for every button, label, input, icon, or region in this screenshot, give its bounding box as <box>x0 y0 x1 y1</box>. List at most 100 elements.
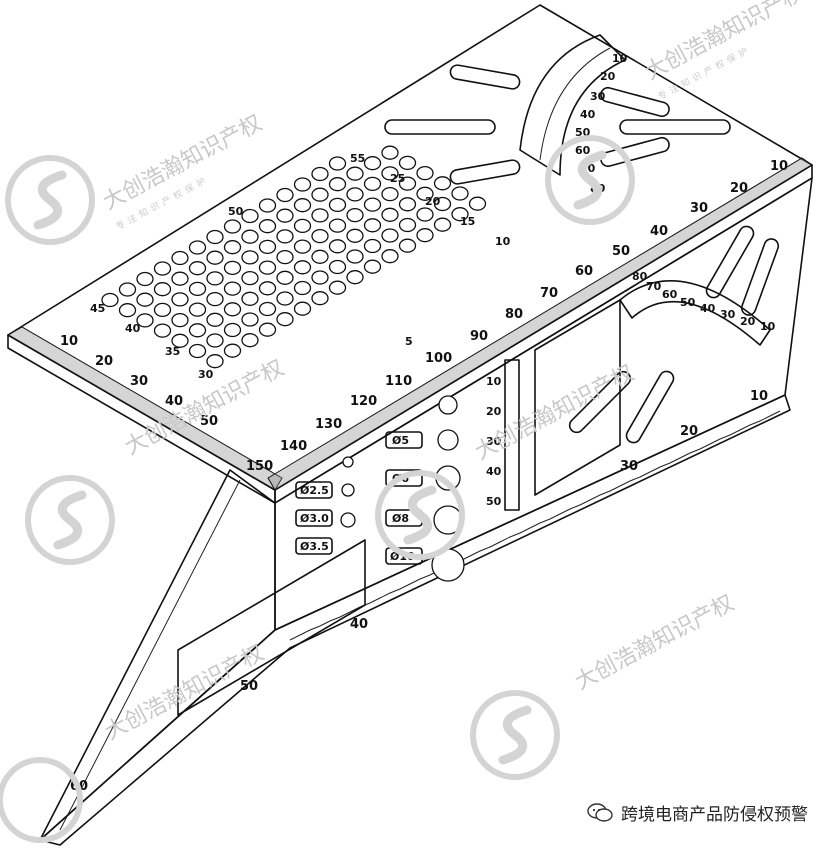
grid-hole <box>363 238 382 254</box>
grid-hole <box>363 197 382 212</box>
front-holes <box>340 395 465 582</box>
chat-bubble-icon <box>587 802 613 822</box>
watermark-brand: 大创浩瀚知识产权 <box>99 111 266 216</box>
hole-size-label: Ø8 <box>392 512 409 525</box>
side-arc-label: 70 <box>646 280 662 293</box>
side-arc-label: 40 <box>700 302 716 315</box>
grid-hole <box>328 156 347 171</box>
grid-hole <box>258 322 277 337</box>
grid-hole <box>188 323 207 338</box>
grid-hole <box>153 302 172 318</box>
top-scale-label: 30 <box>690 201 708 216</box>
arc-scale-label: 10 <box>612 52 628 65</box>
left-scale-labels: 10 20 30 40 50 <box>60 334 218 429</box>
bottom-scale-labels: 10 20 30 40 50 60 <box>70 389 768 794</box>
grid-hole <box>223 240 242 255</box>
side-arc-label: 50 <box>680 296 696 309</box>
grid-hole <box>328 259 347 275</box>
grid-hole <box>241 250 259 265</box>
grid-hole <box>381 228 399 243</box>
top-plate-edge <box>7 334 276 504</box>
hole-size-labels: Ø2.5 Ø3.0 Ø3.5 <box>295 481 333 555</box>
bottom-scale-label: 40 <box>350 617 368 632</box>
grid-hole <box>363 156 382 171</box>
grid-hole <box>276 187 294 203</box>
grid-index-label: 55 <box>350 152 365 165</box>
grid-hole <box>206 333 224 348</box>
grid-hole <box>328 218 347 233</box>
watermark-group: 大创浩瀚知识产权 专注知识产权保护 大创浩瀚知识产权 专注知识产权保护 大创浩瀚… <box>0 0 808 843</box>
grid-index-label: 20 <box>425 195 441 208</box>
grid-hole <box>171 312 189 328</box>
grid-hole <box>328 280 347 295</box>
grid-hole <box>258 301 277 317</box>
hole-size-label: Ø3.0 <box>300 512 329 525</box>
grid-hole <box>136 292 154 307</box>
caption: 跨境电商产品防侵权预警 <box>587 800 808 825</box>
grid-hole <box>136 313 154 328</box>
grid-hole <box>276 270 294 285</box>
grid-hole <box>101 292 119 308</box>
grid-hole <box>398 155 417 171</box>
grid-index-label: 5 <box>405 335 413 348</box>
left-scale-label: 40 <box>165 394 183 409</box>
grid-hole <box>223 343 242 358</box>
grid-hole <box>206 250 224 265</box>
grid-hole <box>328 197 347 213</box>
arc-scale-label: 40 <box>580 108 596 121</box>
bottom-scale-label: 30 <box>620 459 638 474</box>
side-arc-labels: 10 20 30 40 50 60 70 80 <box>632 270 776 333</box>
grid-hole <box>206 312 224 327</box>
watermark-logo <box>25 475 115 565</box>
side-arc-label: 60 <box>662 288 678 301</box>
grid-hole <box>346 270 364 285</box>
grid-hole <box>241 270 259 286</box>
top-scale-label: 80 <box>505 307 523 322</box>
grid-hole <box>118 282 137 297</box>
hole-size-label: Ø2.5 <box>300 484 329 497</box>
window-cutout-right <box>534 299 621 496</box>
grid-hole <box>293 260 312 275</box>
side-arc-label: 10 <box>760 320 776 333</box>
vertical-scale-label: 50 <box>486 495 502 508</box>
top-scale-label: 100 <box>425 351 452 366</box>
grid-hole <box>258 198 277 213</box>
side-arc-label: 20 <box>740 315 756 328</box>
grid-index-label: 10 <box>495 235 511 248</box>
grid-hole <box>293 301 312 316</box>
grid-hole <box>206 271 224 286</box>
grid-hole <box>311 228 329 244</box>
grid-hole <box>293 239 312 254</box>
grid-hole <box>398 176 417 191</box>
grid-hole <box>241 229 259 244</box>
top-scale-label: 140 <box>280 439 307 454</box>
grid-hole <box>416 228 434 243</box>
grid-hole <box>346 187 364 202</box>
arc-scale-label: 60 <box>575 144 591 157</box>
grid-hole <box>381 207 399 222</box>
grid-hole <box>276 229 294 244</box>
arc-scale-label: 20 <box>600 70 616 83</box>
hole-size-label: Ø5 <box>392 434 409 447</box>
grid-hole <box>363 176 382 192</box>
grid-hole <box>171 333 189 348</box>
grid-hole <box>118 303 137 318</box>
caption-text: 跨境电商产品防侵权预警 <box>621 805 808 825</box>
top-arc-protractor <box>519 34 626 176</box>
grid-hole <box>293 280 312 296</box>
grid-index-label: 50 <box>228 205 244 218</box>
top-scale-label: 150 <box>246 459 273 474</box>
grid-hole <box>416 165 434 181</box>
grid-hole <box>311 291 329 306</box>
bottom-ruler <box>39 394 791 846</box>
grid-hole <box>223 302 242 317</box>
side-arc-label: 80 <box>632 270 648 283</box>
top-slots <box>384 64 731 185</box>
grid-hole <box>276 291 294 306</box>
grid-hole <box>468 196 487 211</box>
grid-hole <box>276 208 294 223</box>
hole-size-label: Ø3.5 <box>300 540 329 553</box>
window-cutout-left <box>177 539 366 716</box>
bottom-scale-label: 20 <box>680 424 698 439</box>
